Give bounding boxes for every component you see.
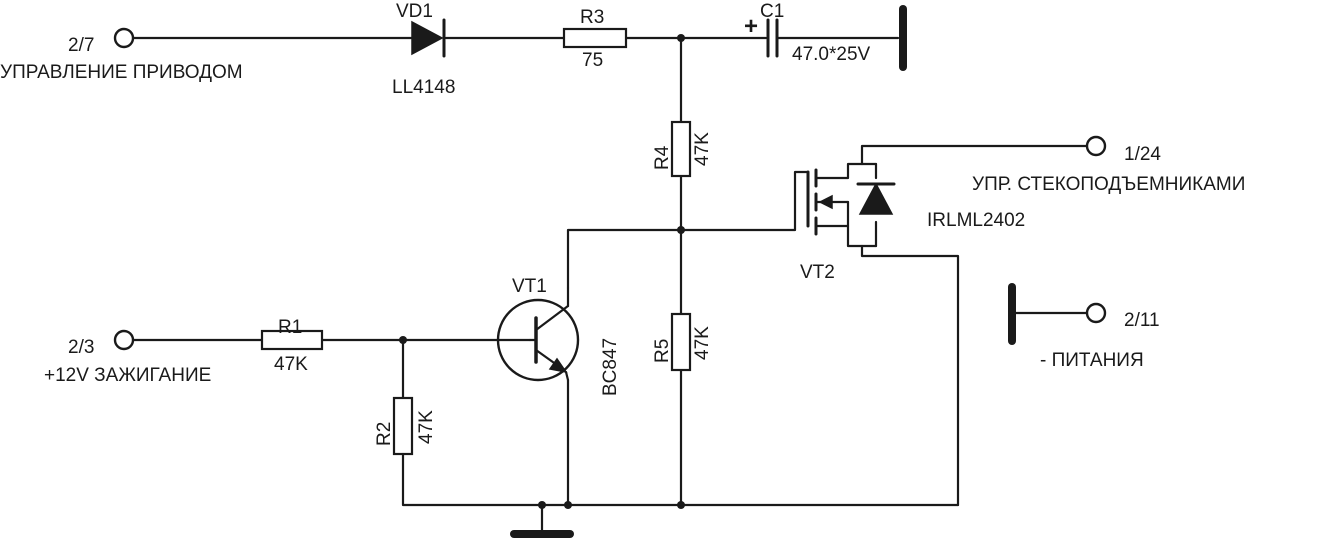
transistor-vt1 — [496, 286, 580, 507]
resistor-r1 — [260, 329, 324, 351]
vt1-ref: VT1 — [512, 276, 547, 297]
capacitor-c1 — [766, 18, 779, 58]
c1-polarity: + — [744, 13, 758, 40]
junction-gate — [677, 226, 685, 234]
wire-ground-rail — [401, 452, 960, 534]
junction-ground-1 — [538, 501, 546, 509]
junction-top — [677, 34, 685, 42]
mosfet-vt2 — [806, 144, 1088, 507]
resistor-r2 — [392, 396, 414, 456]
r1-value: 47K — [274, 354, 308, 375]
r5-ref: R5 — [652, 339, 673, 363]
terminal-2-7[interactable] — [113, 27, 135, 49]
terminal-1-24-pin: 1/24 — [1124, 144, 1161, 165]
c1-value: 47.0*25V — [792, 44, 871, 65]
c1-ref: C1 — [760, 1, 784, 22]
terminal-2-11-name: - ПИТАНИЯ — [1040, 350, 1144, 371]
r2-value: 47K — [416, 410, 437, 444]
junction-ground-2 — [564, 501, 572, 509]
terminal-2-3[interactable] — [113, 329, 135, 351]
terminal-1-24[interactable] — [1085, 135, 1107, 157]
r4-ref: R4 — [652, 145, 673, 170]
r3-value: 75 — [582, 50, 603, 71]
vd1-value: LL4148 — [392, 77, 455, 98]
resistor-r4 — [670, 120, 692, 178]
vt2-ref: VT2 — [800, 262, 835, 283]
terminal-2-7-pin: 2/7 — [68, 35, 94, 56]
r2-ref: R2 — [374, 422, 395, 446]
terminal-2-3-pin: 2/3 — [68, 337, 94, 358]
r5-value: 47K — [692, 326, 713, 360]
diode-vd1 — [411, 18, 446, 58]
terminal-2-11[interactable] — [1085, 302, 1107, 324]
vd1-ref: VD1 — [396, 1, 433, 22]
vt1-value: BC847 — [600, 338, 621, 396]
junction-ground-3 — [677, 501, 685, 509]
resistor-r5 — [670, 312, 692, 372]
vt2-value: IRLML2402 — [927, 210, 1025, 231]
r4-value: 47K — [692, 132, 713, 166]
terminal-2-7-name: УПРАВЛЕНИЕ ПРИВОДОМ — [0, 62, 243, 83]
wire-gate-node — [566, 170, 810, 290]
r1-ref: R1 — [278, 317, 302, 338]
terminal-1-24-name: УПР. СТЕКОПОДЪЕМНИКАМИ — [972, 174, 1245, 195]
r3-ref: R3 — [580, 7, 604, 28]
resistor-r3 — [562, 27, 628, 49]
terminal-2-3-name: +12V ЗАЖИГАНИЕ — [44, 365, 211, 386]
terminal-2-11-pin: 2/11 — [1124, 310, 1160, 331]
